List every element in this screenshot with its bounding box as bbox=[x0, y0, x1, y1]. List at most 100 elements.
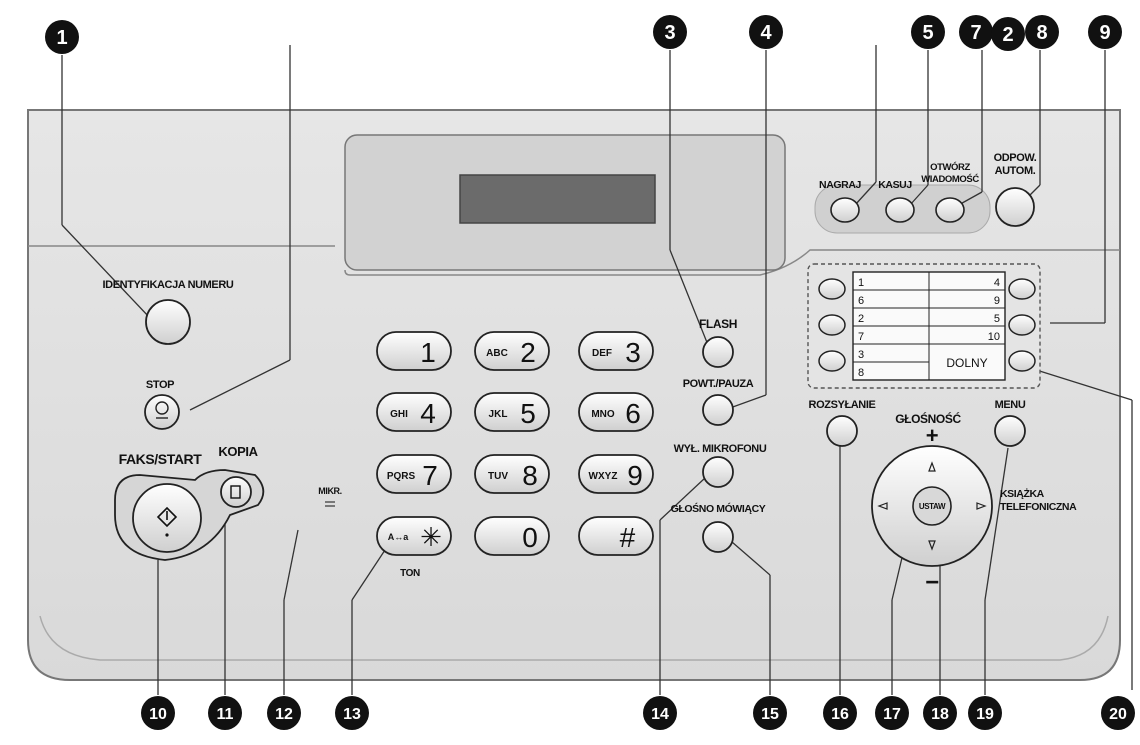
key-letters: MNO bbox=[591, 409, 615, 420]
rozsylanie-label: ROZSYŁANIE bbox=[809, 399, 876, 411]
nagraj-button[interactable] bbox=[830, 197, 860, 223]
callout-14: 14 bbox=[643, 696, 677, 730]
glosno-mowiacy-button[interactable] bbox=[702, 521, 734, 553]
otworz-wiadomosc-button[interactable] bbox=[935, 197, 965, 223]
key-digit: 7 bbox=[422, 460, 438, 491]
lcd-screen bbox=[459, 174, 656, 224]
glosno-label: GŁOŚNO MÓWIĄCY bbox=[671, 502, 766, 515]
mikr-label: MIKR. bbox=[318, 486, 342, 496]
key-digit: 0 bbox=[522, 522, 538, 553]
menu-button[interactable] bbox=[994, 415, 1026, 447]
ustaw-label: USTAW bbox=[919, 502, 946, 511]
faks-start-label: FAKS/START bbox=[119, 451, 203, 467]
copy-icon bbox=[230, 485, 241, 499]
one-touch-button-right-2[interactable] bbox=[1008, 314, 1036, 336]
rozsylanie-button[interactable] bbox=[826, 415, 858, 447]
key-digit: # bbox=[619, 522, 635, 553]
key-6[interactable]: MNO 6 bbox=[578, 392, 654, 432]
key-4[interactable]: GHI 4 bbox=[376, 392, 452, 432]
key-digit: 8 bbox=[522, 460, 538, 491]
flash-button[interactable] bbox=[702, 336, 734, 368]
svg-text:1: 1 bbox=[56, 27, 67, 49]
panel-divider bbox=[28, 245, 1120, 276]
callout-2: 2 bbox=[991, 17, 1025, 51]
key-digit: 4 bbox=[420, 398, 436, 429]
key-9[interactable]: WXYZ 9 bbox=[578, 454, 654, 494]
callout-17: 17 bbox=[875, 696, 909, 730]
dir-num: 8 bbox=[858, 367, 864, 379]
svg-text:2: 2 bbox=[1002, 24, 1013, 46]
stop-icon bbox=[155, 401, 169, 419]
powt-pauza-button[interactable] bbox=[702, 394, 734, 426]
dir-num: 7 bbox=[858, 331, 864, 343]
stop-button[interactable] bbox=[144, 394, 180, 430]
leader-lines bbox=[61, 45, 1133, 695]
svg-text:15: 15 bbox=[761, 706, 779, 723]
odpow-label-line1: ODPOW. bbox=[994, 152, 1037, 164]
key-8[interactable]: TUV 8 bbox=[474, 454, 550, 494]
odpow-autom-button[interactable] bbox=[995, 187, 1035, 227]
flash-label: FLASH bbox=[699, 317, 737, 331]
arrow-left-icon bbox=[877, 502, 888, 510]
svg-text:14: 14 bbox=[651, 706, 669, 723]
svg-text:17: 17 bbox=[883, 706, 901, 723]
key-digit: 3 bbox=[625, 337, 641, 368]
key-5[interactable]: JKL 5 bbox=[474, 392, 550, 432]
callout-5: 5 bbox=[911, 15, 945, 49]
dir-num: 3 bbox=[858, 349, 864, 361]
key-star[interactable]: A↔a ✳ bbox=[376, 516, 452, 556]
key-2[interactable]: ABC 2 bbox=[474, 331, 550, 371]
callout-9: 9 bbox=[1088, 15, 1122, 49]
stop-label: STOP bbox=[146, 379, 174, 391]
kopia-label: KOPIA bbox=[218, 444, 258, 459]
callout-10: 10 bbox=[141, 696, 175, 730]
svg-text:18: 18 bbox=[931, 706, 949, 723]
key-7[interactable]: PQRS 7 bbox=[376, 454, 452, 494]
key-1[interactable]: 1 bbox=[376, 331, 452, 371]
arrow-up-icon bbox=[928, 461, 936, 472]
volume-plus: + bbox=[926, 423, 938, 448]
callout-20: 20 bbox=[1101, 696, 1135, 730]
one-touch-button-right-1[interactable] bbox=[1008, 278, 1036, 300]
nagraj-label: NAGRAJ bbox=[819, 179, 861, 191]
glosnosc-label: GŁOŚNOŚĆ bbox=[895, 411, 961, 426]
key-digit: ✳ bbox=[420, 522, 442, 552]
ksiazka-label-line2: TELEFONICZNA bbox=[1000, 501, 1077, 513]
key-digit: 9 bbox=[627, 460, 643, 491]
key-letters: DEF bbox=[592, 348, 612, 359]
callout-7: 7 bbox=[959, 15, 993, 49]
callout-12: 12 bbox=[267, 696, 301, 730]
callout-3: 3 bbox=[653, 15, 687, 49]
kasuj-label: KASUJ bbox=[878, 179, 912, 191]
ton-label: TON bbox=[400, 568, 420, 579]
device-body bbox=[27, 109, 1121, 681]
one-touch-button-left-2[interactable] bbox=[818, 314, 846, 336]
callout-15: 15 bbox=[753, 696, 787, 730]
identyfikacja-numeru-button[interactable] bbox=[145, 299, 191, 345]
menu-label: MENU bbox=[995, 399, 1026, 411]
dir-num: 1 bbox=[858, 277, 864, 289]
svg-text:13: 13 bbox=[343, 706, 361, 723]
arrow-right-icon bbox=[976, 502, 987, 510]
one-touch-button-left-1[interactable] bbox=[818, 278, 846, 300]
one-touch-button-left-3[interactable] bbox=[818, 350, 846, 372]
lower-bezel bbox=[39, 615, 1109, 661]
dir-num: 9 bbox=[994, 295, 1000, 307]
svg-text:7: 7 bbox=[970, 22, 981, 44]
wyl-mikrofonu-button[interactable] bbox=[702, 456, 734, 488]
callout-8: 8 bbox=[1025, 15, 1059, 49]
ustaw-button[interactable] bbox=[912, 486, 952, 526]
key-3[interactable]: DEF 3 bbox=[578, 331, 654, 371]
key-letters: A↔a bbox=[388, 532, 409, 542]
svg-text:19: 19 bbox=[976, 706, 994, 723]
dolny-button[interactable] bbox=[1008, 350, 1036, 372]
key-hash[interactable]: # bbox=[578, 516, 654, 556]
callout-16: 16 bbox=[823, 696, 857, 730]
key-0[interactable]: 0 bbox=[474, 516, 550, 556]
callout-18: 18 bbox=[923, 696, 957, 730]
callout-1: 1 bbox=[45, 20, 79, 54]
svg-text:5: 5 bbox=[922, 22, 933, 44]
kasuj-button[interactable] bbox=[885, 197, 915, 223]
start-diamond-icon bbox=[156, 506, 178, 537]
kopia-button[interactable] bbox=[220, 476, 252, 508]
